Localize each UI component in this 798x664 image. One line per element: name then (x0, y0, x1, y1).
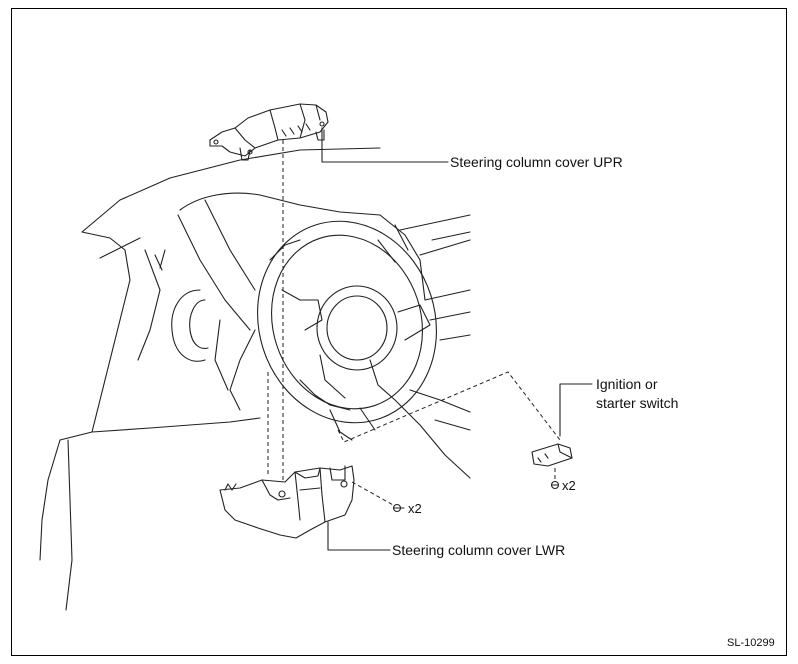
steering-column-cover-lwr (219, 465, 355, 539)
figure-frame (11, 8, 787, 656)
label-ignition-line1: Ignition or (596, 376, 658, 392)
label-switch-screw-quantity: x2 (562, 478, 576, 493)
ignition-switch (531, 443, 573, 467)
leader-lines (321, 127, 593, 551)
cover-screw (392, 503, 405, 513)
dashboard-outline (39, 147, 471, 611)
label-steering-column-cover-upr: Steering column cover UPR (450, 154, 623, 170)
steering-wheel (257, 220, 437, 441)
switch-screw (550, 480, 560, 490)
figure-id: SL-10299 (727, 637, 775, 649)
label-cover-screw-quantity: x2 (408, 501, 422, 516)
label-steering-column-cover-lwr: Steering column cover LWR (392, 542, 566, 558)
label-ignition-line2: starter switch (596, 395, 679, 411)
alignment-lines (267, 140, 561, 507)
steering-column-cover-upr (209, 103, 329, 161)
